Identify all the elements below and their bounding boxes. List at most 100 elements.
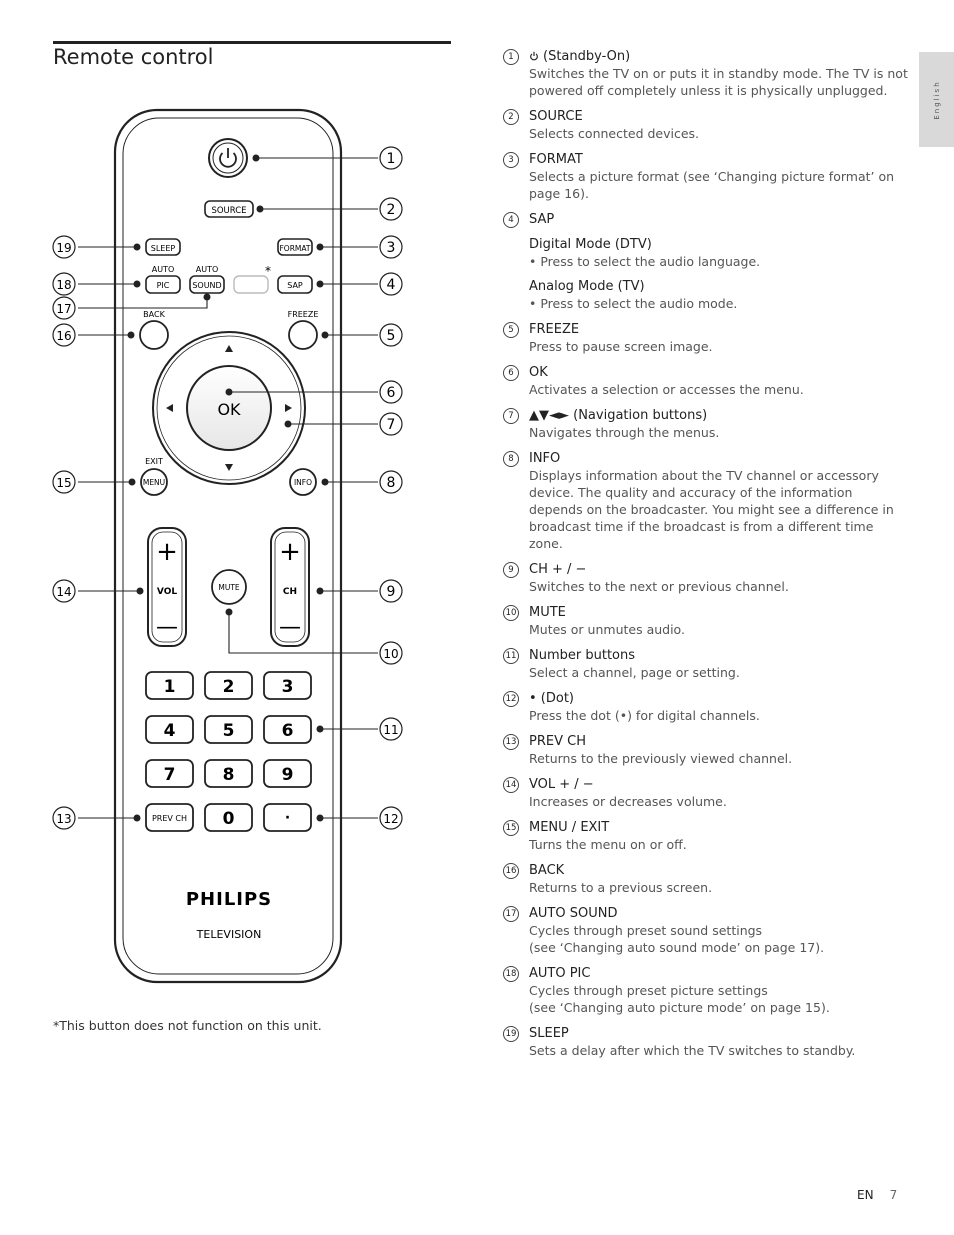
item-number: 16 xyxy=(503,863,519,879)
item-title-text: • (Dot) xyxy=(529,691,575,706)
item-title: SOURCE xyxy=(529,108,908,125)
key-8-label: 8 xyxy=(223,765,235,785)
key-8-button[interactable]: 8 xyxy=(204,759,253,788)
title-rule xyxy=(53,41,451,44)
callout-13: 13 xyxy=(52,806,76,830)
item-title-text: INFO xyxy=(529,451,561,466)
sound-label: SOUND xyxy=(192,281,221,290)
item-number: 6 xyxy=(503,365,519,381)
key-2-label: 2 xyxy=(223,677,235,697)
sap-button[interactable]: SAP xyxy=(277,275,313,294)
nav-up-icon[interactable] xyxy=(225,345,233,352)
source-button[interactable]: SOURCE xyxy=(204,200,254,218)
callout-14: 14 xyxy=(52,579,76,603)
key-9-button[interactable]: 9 xyxy=(263,759,312,788)
nav-left-icon[interactable] xyxy=(166,404,173,412)
footer-language: EN xyxy=(857,1188,874,1202)
item-title-text: MUTE xyxy=(529,605,566,620)
power-button[interactable] xyxy=(208,138,248,178)
item-number: 10 xyxy=(503,605,519,621)
item-title: AUTO PIC xyxy=(529,965,908,982)
mute-button[interactable]: MUTE xyxy=(211,569,247,605)
callout-16: 16 xyxy=(52,323,76,347)
item-description: Mutes or unmutes audio. xyxy=(529,622,685,637)
callout-5: 5 xyxy=(379,323,403,347)
item-title-text: ▲▼◄► (Navigation buttons) xyxy=(529,408,708,423)
item-title: SLEEP xyxy=(529,1025,908,1042)
prev-ch-button[interactable]: PREV CH xyxy=(145,803,194,832)
sleep-button[interactable]: SLEEP xyxy=(145,238,181,256)
info-button[interactable]: INFO xyxy=(289,468,317,496)
dot-button[interactable]: · xyxy=(263,803,312,832)
item-title: SAP xyxy=(529,211,908,228)
remote-body-inner xyxy=(122,117,334,975)
format-label: FORMAT xyxy=(279,244,310,253)
ok-label: OK xyxy=(217,400,241,419)
description-item: 10 MUTE Mutes or unmutes audio. xyxy=(503,604,908,638)
dot-label: · xyxy=(285,810,290,826)
item-title-text: PREV CH xyxy=(529,734,586,749)
key-0-button[interactable]: 0 xyxy=(204,803,253,832)
key-6-button[interactable]: 6 xyxy=(263,715,312,744)
volume-rocker[interactable]: + VOL — xyxy=(147,527,187,647)
item-subdescription: • Press to select the audio language. xyxy=(529,254,761,269)
key-7-label: 7 xyxy=(164,765,176,785)
freeze-button[interactable] xyxy=(288,320,318,350)
key-5-button[interactable]: 5 xyxy=(204,715,253,744)
callout-label: 7 xyxy=(387,417,396,433)
format-button[interactable]: FORMAT xyxy=(277,238,313,256)
callout-label: 18 xyxy=(56,278,71,292)
key-7-button[interactable]: 7 xyxy=(145,759,194,788)
channel-rocker[interactable]: + CH — xyxy=(270,527,310,647)
item-number: 3 xyxy=(503,152,519,168)
brand-subtitle: TELEVISION xyxy=(196,928,262,941)
key-2-button[interactable]: 2 xyxy=(204,671,253,700)
description-item: 13 PREV CH Returns to the previously viewe… xyxy=(503,733,908,767)
callout-4: 4 xyxy=(379,272,403,296)
nav-down-icon[interactable] xyxy=(225,464,233,471)
key-9-label: 9 xyxy=(282,765,294,785)
item-description: Selects connected devices. xyxy=(529,126,700,141)
item-number: 17 xyxy=(503,906,519,922)
back-button[interactable] xyxy=(139,320,169,350)
menu-button[interactable]: MENU xyxy=(140,468,168,496)
item-title: BACK xyxy=(529,862,908,879)
unused-button[interactable] xyxy=(233,275,269,294)
page-title: Remote control xyxy=(53,45,214,69)
item-number: 13 xyxy=(503,734,519,750)
item-description: Navigates through the menus. xyxy=(529,425,720,440)
callout-label: 11 xyxy=(383,723,398,737)
power-icon xyxy=(530,51,538,61)
key-0-label: 0 xyxy=(223,809,235,829)
vol-minus-label: — xyxy=(156,615,178,640)
item-title-text: AUTO SOUND xyxy=(529,906,618,921)
key-5-label: 5 xyxy=(223,721,235,741)
key-4-label: 4 xyxy=(164,721,176,741)
language-tab[interactable]: English xyxy=(919,52,954,147)
ch-label: CH xyxy=(283,587,297,597)
callout-10: 10 xyxy=(379,641,403,665)
ch-plus-label: + xyxy=(279,537,301,567)
callout-label: 14 xyxy=(56,585,71,599)
item-description: Returns to the previously viewed channel… xyxy=(529,751,793,766)
key-1-button[interactable]: 1 xyxy=(145,671,194,700)
item-number: 8 xyxy=(503,451,519,467)
key-3-button[interactable]: 3 xyxy=(263,671,312,700)
auto-pic-button[interactable]: PIC xyxy=(145,275,181,294)
item-description: Activates a selection or accesses the me… xyxy=(529,382,804,397)
item-title-text: SAP xyxy=(529,212,555,227)
item-title-text: SOURCE xyxy=(529,109,583,124)
key-4-button[interactable]: 4 xyxy=(145,715,194,744)
ok-button[interactable]: OK xyxy=(186,365,272,451)
item-description: Selects a picture format (see ‘Changing … xyxy=(529,169,895,201)
item-description: Turns the menu on or off. xyxy=(529,837,687,852)
auto-sound-button[interactable]: SOUND xyxy=(189,275,225,294)
nav-right-icon[interactable] xyxy=(285,404,292,412)
